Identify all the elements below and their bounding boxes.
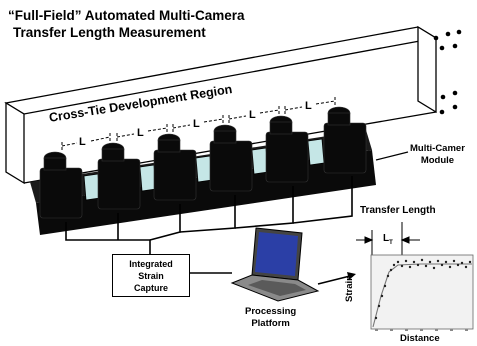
transfer-length-marker bbox=[356, 222, 420, 262]
module-leader-line bbox=[375, 151, 409, 161]
graph-xlabel: Distance bbox=[400, 333, 440, 344]
lt-label: LT bbox=[383, 233, 393, 246]
transfer-length-label: Transfer Length bbox=[360, 205, 436, 216]
camera-icon bbox=[209, 124, 253, 192]
diagram-title: “Full-Field” Automated Multi-Camera Tran… bbox=[8, 7, 245, 41]
strain-distance-plot bbox=[370, 254, 474, 331]
camera-icon bbox=[323, 106, 367, 174]
spacing-label-4: L bbox=[249, 109, 256, 121]
lt-main: L bbox=[383, 233, 390, 244]
camera-wiring bbox=[65, 176, 353, 254]
camera-icon bbox=[39, 151, 83, 219]
title-line-2: Transfer Length Measurement bbox=[13, 25, 206, 40]
continuation-dots-icon bbox=[433, 29, 462, 115]
title-line-1: “Full-Field” Automated Multi-Camera bbox=[8, 8, 245, 23]
strain-capture-box: Integrated Strain Capture bbox=[112, 254, 190, 297]
module-label-line-1: Multi-Camer bbox=[410, 143, 465, 154]
capture-line-1: Integrated bbox=[129, 258, 173, 269]
graph-ylabel: Strain bbox=[344, 275, 355, 302]
platform-line-2: Platform bbox=[251, 318, 290, 329]
cameras bbox=[39, 106, 367, 219]
cross-tie-beam bbox=[4, 25, 438, 185]
spacing-label-3: L bbox=[193, 118, 200, 130]
capture-line-2: Strain bbox=[138, 270, 164, 281]
capture-line-3: Capture bbox=[133, 282, 168, 293]
laptop-icon bbox=[230, 227, 320, 302]
spacing-label-2: L bbox=[137, 127, 144, 139]
platform-label: Processing Platform bbox=[245, 306, 296, 330]
beam-end-face bbox=[417, 25, 437, 114]
camera-icon bbox=[265, 115, 309, 183]
glass-panels bbox=[83, 138, 325, 201]
lt-sub: T bbox=[389, 240, 393, 246]
camera-icon bbox=[97, 142, 141, 210]
output-arrow bbox=[317, 272, 356, 285]
platform-line-1: Processing bbox=[245, 306, 297, 317]
spacing-label-1: L bbox=[79, 136, 86, 148]
spacing-markers bbox=[61, 97, 336, 150]
module-label-line-2: Module bbox=[420, 155, 455, 166]
module-label: Multi-Camer Module bbox=[410, 143, 465, 167]
camera-icon bbox=[153, 133, 197, 201]
beam-left-face bbox=[5, 101, 25, 185]
spacing-label-5: L bbox=[305, 100, 312, 112]
